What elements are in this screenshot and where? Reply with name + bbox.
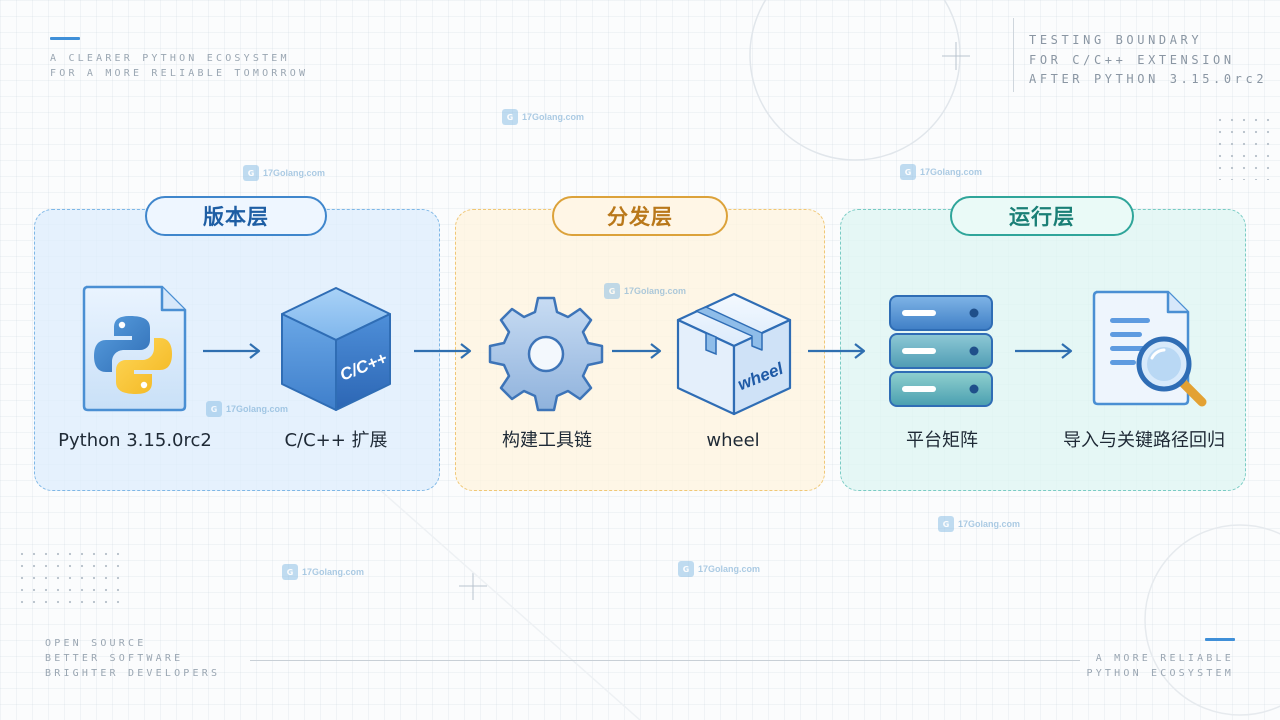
gear-icon xyxy=(488,296,604,412)
footer-left-line1: OPEN SOURCE xyxy=(45,638,147,649)
watermark: G 17Golang.com xyxy=(206,401,288,417)
runtime-layer-title: 运行层 xyxy=(950,196,1134,236)
watermark: G 17Golang.com xyxy=(900,164,982,180)
watermark-text: 17Golang.com xyxy=(263,168,326,178)
distribution-layer-title: 分发层 xyxy=(552,196,728,236)
header-tagline-line1: A CLEARER PYTHON ECOSYSTEM xyxy=(50,53,290,64)
arrow-python-to-cpp xyxy=(203,343,261,359)
node-label-build-toolchain: 构建工具链 xyxy=(502,430,592,451)
watermark-text: 17Golang.com xyxy=(958,519,1021,529)
cpp-cube-icon: C/C++ xyxy=(281,287,391,411)
watermark: G 17Golang.com xyxy=(502,109,584,125)
server-stack-icon xyxy=(889,295,993,407)
version-layer-title: 版本层 xyxy=(145,196,327,236)
footer-right-line1: A MORE RELIABLE xyxy=(1095,653,1234,664)
header-right-line1: TESTING BOUNDARY xyxy=(1029,33,1203,47)
header-right-divider xyxy=(1013,18,1014,92)
python-file-icon xyxy=(82,285,187,412)
arrow-wheel-to-platform xyxy=(808,343,866,359)
watermark-logo-icon: G xyxy=(604,283,620,299)
watermark-logo-icon: G xyxy=(282,564,298,580)
arrow-platform-to-regression xyxy=(1015,343,1073,359)
dot-grid-top-right xyxy=(1214,114,1274,180)
node-label-wheel: wheel xyxy=(706,430,760,451)
watermark-logo-icon: G xyxy=(938,516,954,532)
watermark-text: 17Golang.com xyxy=(522,112,585,122)
watermark-text: 17Golang.com xyxy=(624,286,687,296)
node-label-cpp-extension: C/C++ 扩展 xyxy=(284,430,388,451)
watermark-text: 17Golang.com xyxy=(302,567,365,577)
header-right-line2: FOR C/C++ EXTENSION xyxy=(1029,53,1235,67)
header-right-line3: AFTER PYTHON 3.15.0rc2 xyxy=(1029,72,1268,86)
node-label-python: Python 3.15.0rc2 xyxy=(58,430,212,451)
watermark: G 17Golang.com xyxy=(938,516,1020,532)
footer-accent-bar xyxy=(1205,638,1235,641)
watermark-text: 17Golang.com xyxy=(920,167,983,177)
watermark: G 17Golang.com xyxy=(243,165,325,181)
footer-left-line2: BETTER SOFTWARE xyxy=(45,653,184,664)
watermark-text: 17Golang.com xyxy=(226,404,289,414)
arrow-cpp-to-toolchain xyxy=(414,343,472,359)
arrow-toolchain-to-wheel xyxy=(612,343,662,359)
header-tagline-line2: FOR A MORE RELIABLE TOMORROW xyxy=(50,68,309,79)
node-label-platform-matrix: 平台矩阵 xyxy=(906,430,978,451)
watermark-text: 17Golang.com xyxy=(698,564,761,574)
watermark-logo-icon: G xyxy=(678,561,694,577)
document-search-icon xyxy=(1092,290,1207,407)
watermark: G 17Golang.com xyxy=(604,283,686,299)
watermark-logo-icon: G xyxy=(900,164,916,180)
watermark: G 17Golang.com xyxy=(282,564,364,580)
footer-left-line3: BRIGHTER DEVELOPERS xyxy=(45,668,221,679)
watermark: G 17Golang.com xyxy=(678,561,760,577)
footer-divider xyxy=(250,660,1080,661)
wheel-box-icon: wheel xyxy=(676,292,792,416)
header-accent-bar xyxy=(50,37,80,40)
dot-grid-bottom-left xyxy=(16,548,120,608)
watermark-logo-icon: G xyxy=(502,109,518,125)
node-label-import-regression: 导入与关键路径回归 xyxy=(1063,430,1225,451)
watermark-logo-icon: G xyxy=(206,401,222,417)
footer-right-line2: PYTHON ECOSYSTEM xyxy=(1086,668,1234,679)
watermark-logo-icon: G xyxy=(243,165,259,181)
